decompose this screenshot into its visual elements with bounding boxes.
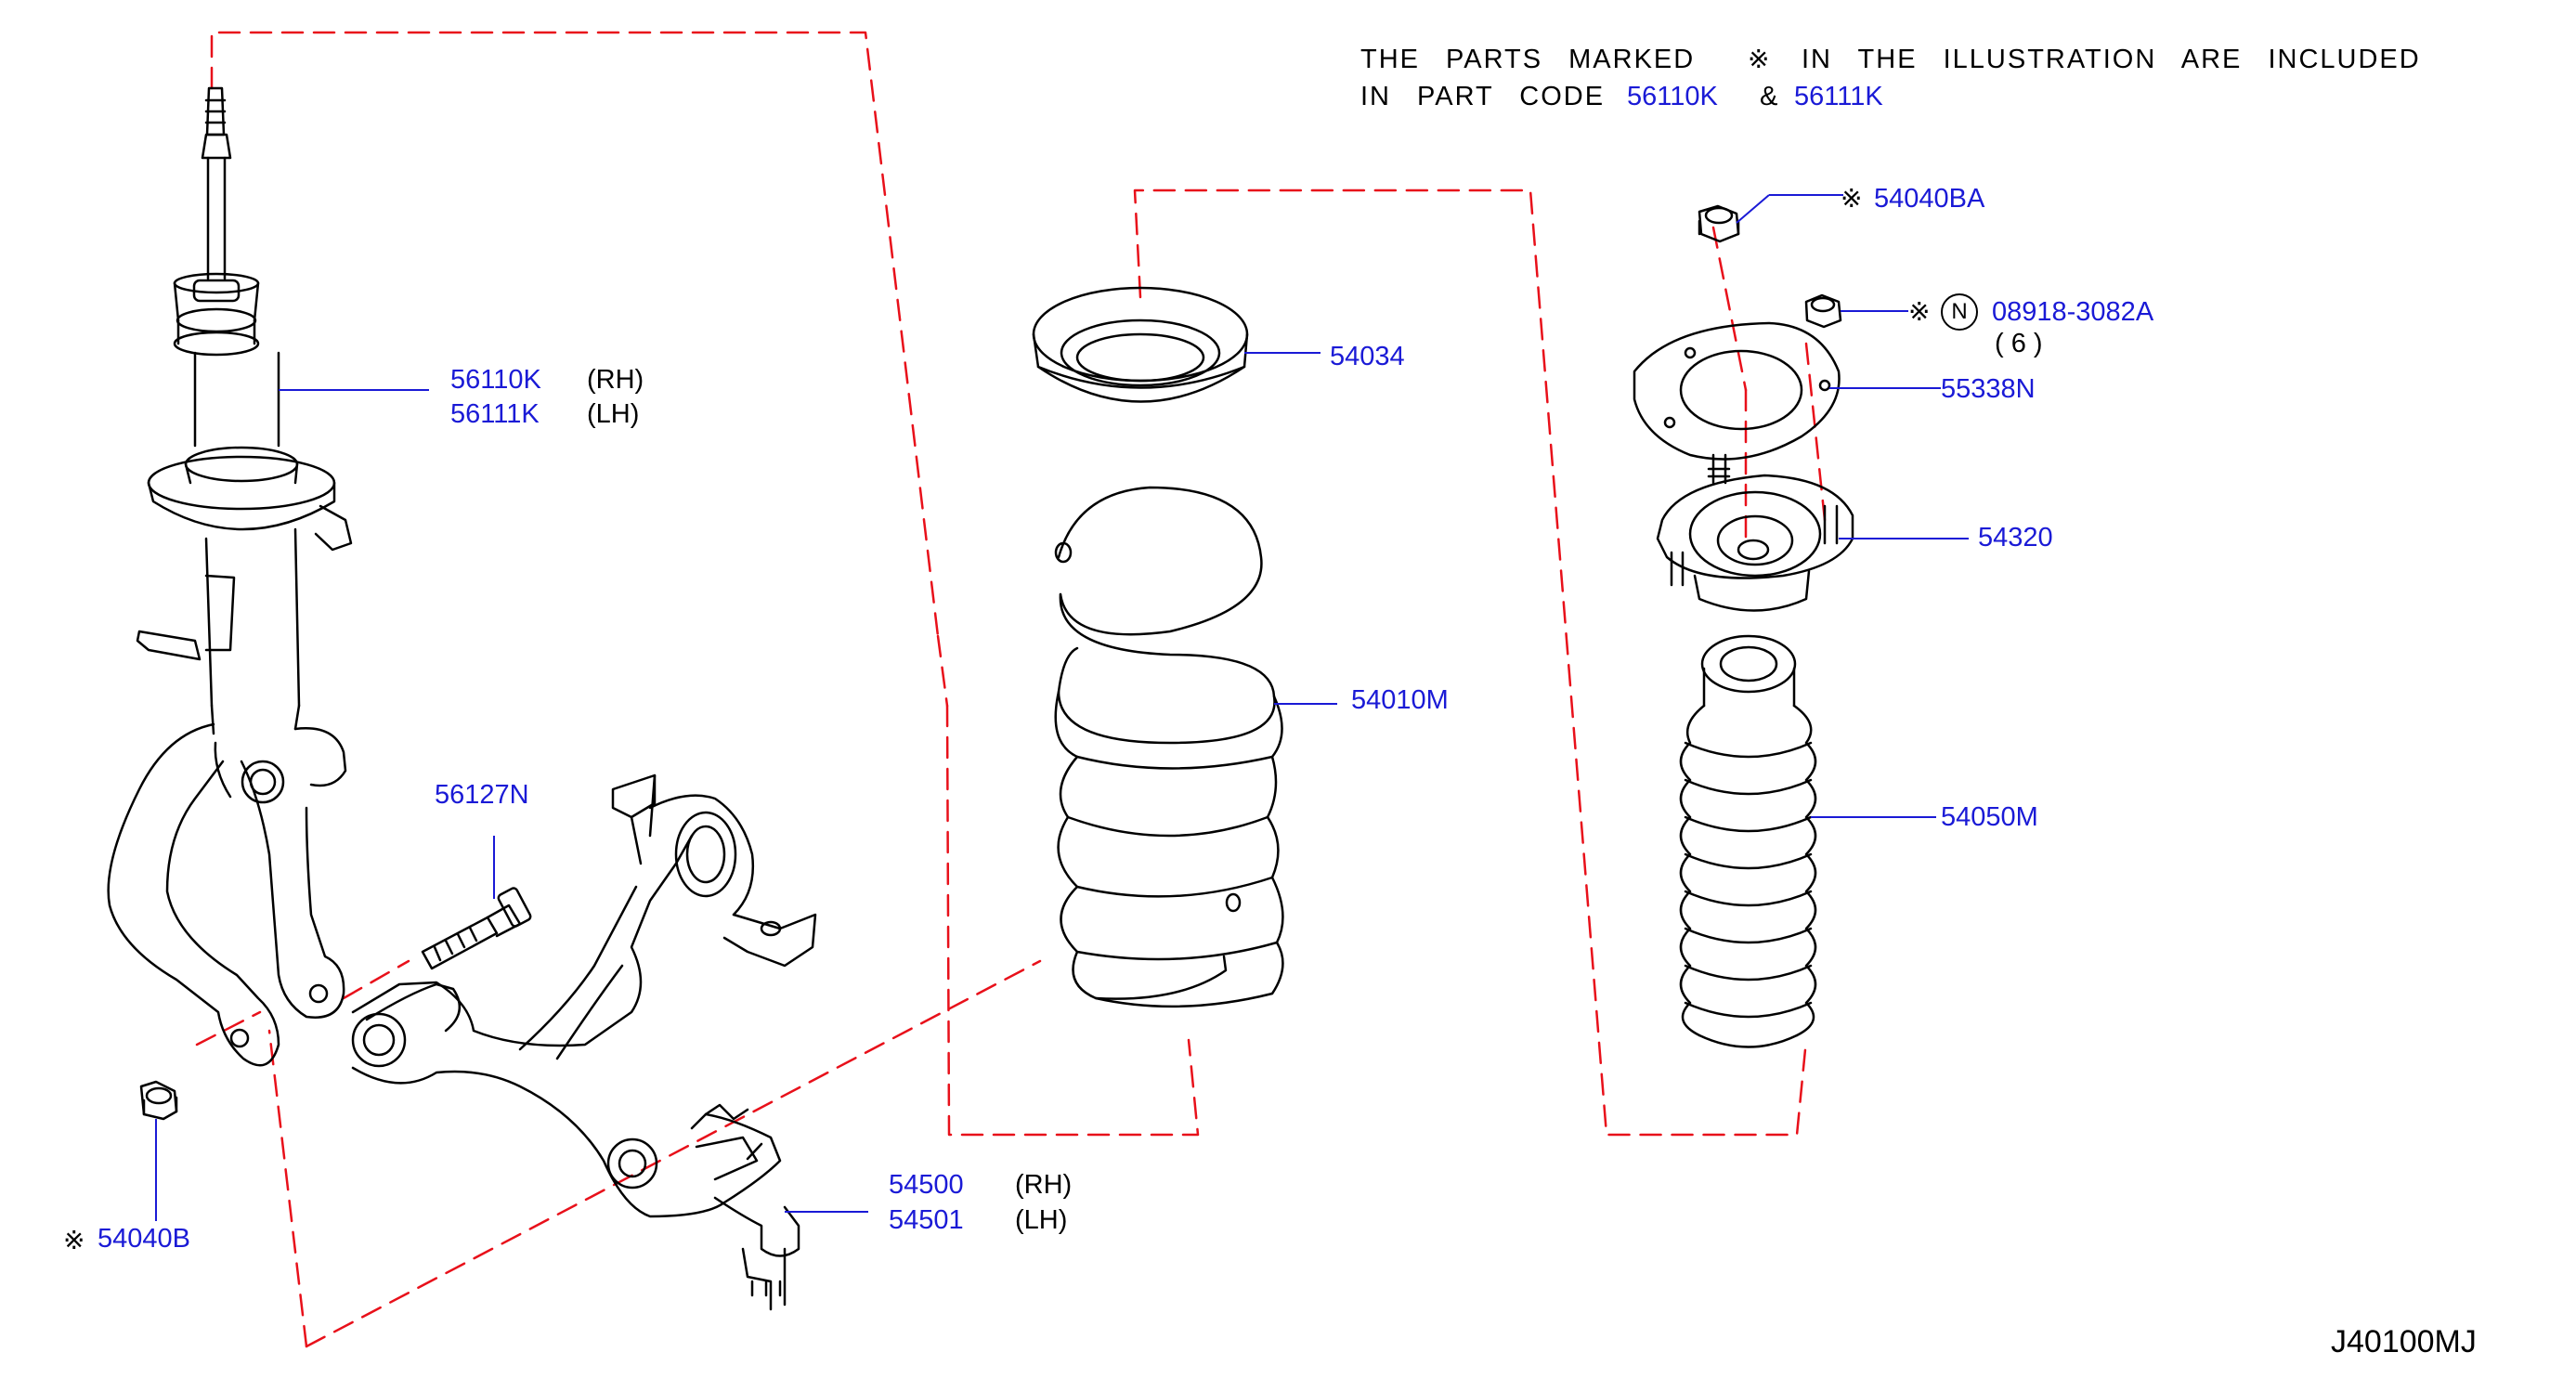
ref-mark-54040b: ※	[63, 1225, 85, 1255]
note-text-a: THE PARTS MARKED	[1360, 45, 1696, 74]
callout-54050m[interactable]: 54050M	[1941, 802, 2038, 832]
callout-54010m[interactable]: 54010M	[1351, 685, 1449, 715]
callout-08918-3082a[interactable]: 08918-3082A	[1992, 297, 2154, 327]
callout-56110k-side: (RH)	[587, 365, 644, 395]
ref-mark-54040ba: ※	[1841, 183, 1863, 214]
strut-assembly	[107, 86, 353, 1067]
nut-08918-3082a	[1804, 293, 1842, 329]
note-code-a[interactable]: 56110K	[1627, 82, 1718, 111]
callout-54034[interactable]: 54034	[1330, 342, 1405, 371]
bolt-56127n	[421, 887, 532, 970]
ref-mark-08918: ※	[1908, 296, 1931, 327]
callout-08918-qty: ( 6 )	[1995, 329, 2043, 358]
assembly-guide-lines	[195, 31, 1827, 1348]
callout-54320[interactable]: 54320	[1978, 523, 2053, 552]
coil-spring-54010m	[1054, 486, 1284, 1008]
callout-56111k[interactable]: 56111K	[450, 399, 540, 429]
nut-54040b	[139, 1080, 178, 1121]
plate-55338n	[1633, 321, 1841, 461]
note-ref-mark: ※	[1748, 44, 1770, 74]
callout-54040ba[interactable]: 54040BA	[1874, 184, 1985, 214]
mount-54320	[1656, 453, 1854, 612]
circled-n-icon: N	[1941, 293, 1978, 331]
note-amp: &	[1760, 82, 1778, 111]
callout-56111k-side: (LH)	[587, 399, 640, 429]
spring-seat-54034	[1032, 286, 1249, 403]
lower-arm	[351, 774, 817, 1311]
callout-55338n[interactable]: 55338N	[1941, 374, 2036, 404]
boot-54050m	[1679, 634, 1817, 1048]
note-line-1: THE PARTS MARKED	[1360, 46, 1695, 73]
callout-56127n[interactable]: 56127N	[435, 780, 529, 810]
note-code-b[interactable]: 56111K	[1794, 82, 1883, 111]
nut-54040ba	[1698, 204, 1740, 243]
callout-54501-side: (LH)	[1015, 1205, 1068, 1235]
callout-leaders	[155, 194, 1969, 1221]
diagram-code: J40100MJ	[2331, 1324, 2477, 1359]
callout-54500-side: (RH)	[1015, 1170, 1073, 1200]
callout-54500[interactable]: 54500	[889, 1170, 964, 1200]
note-line-2: IN PART CODE	[1360, 82, 1606, 111]
callout-56110k[interactable]: 56110K	[450, 365, 541, 395]
note-text-b: IN THE ILLUSTRATION ARE INCLUDED	[1802, 45, 2421, 74]
callout-54501[interactable]: 54501	[889, 1205, 964, 1235]
callout-54040b[interactable]: 54040B	[98, 1224, 190, 1254]
